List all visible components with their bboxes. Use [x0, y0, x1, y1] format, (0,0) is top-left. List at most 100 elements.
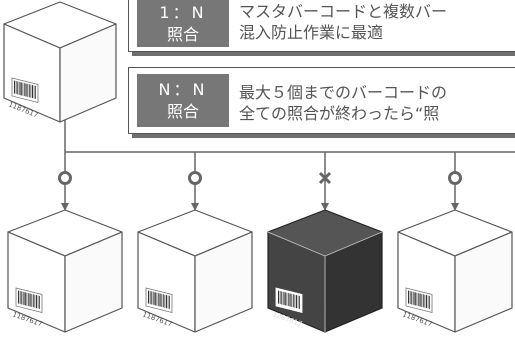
barcode-bar [289, 293, 291, 307]
match-mode-badge: N：N 照合 [137, 74, 229, 127]
barcode-bar [278, 290, 280, 304]
barcode-bar [35, 294, 38, 309]
badge-label: 照合 [166, 101, 199, 121]
barcode-label [15, 287, 43, 313]
barcode-bar [422, 294, 424, 308]
master-box-cube: 1187617 [3, 1, 117, 123]
target-box-cube: 1187617 [7, 209, 123, 333]
barcode-label-background [11, 77, 39, 103]
barcode-bar [159, 293, 161, 307]
barcode-bar [31, 84, 34, 99]
target-box-cube: 1287617 [267, 209, 383, 333]
match-fail-icon [318, 171, 332, 185]
barcode-bar [291, 293, 292, 307]
barcode-bar [21, 291, 23, 305]
description-line: 全ての照合が終わったら“照 [239, 104, 440, 123]
barcode-bar [408, 290, 410, 304]
barcode-bar [294, 294, 296, 308]
barcode-bar [411, 291, 413, 305]
barcode-bar [149, 290, 151, 305]
badge-ratio: N：N [158, 79, 208, 99]
barcode-bar [35, 85, 36, 99]
barcode-bar [153, 291, 154, 305]
barcode-bar [23, 82, 25, 97]
barcode-bar [37, 295, 39, 309]
barcode-bar [416, 292, 418, 306]
description-line: 混入防止作業に最適 [239, 23, 384, 42]
barcode-bar [29, 293, 31, 307]
match-mode-description: マスタバーコードと複数バー 混入防止作業に最適 [239, 1, 447, 43]
barcode-bar [419, 293, 421, 307]
match-ok-icon [188, 171, 202, 185]
barcode-label-background [15, 287, 43, 313]
barcode-bar [425, 294, 428, 309]
barcode-bar [292, 294, 294, 308]
description-line: マスタバーコードと複数バー [239, 2, 448, 21]
barcode-bar [164, 294, 166, 308]
barcode-bar [14, 80, 16, 94]
match-mode-panel-1-to-n: 1：N 照合 マスタバーコードと複数バー 混入防止作業に最適 [128, 0, 515, 52]
barcode-bar [287, 292, 289, 307]
barcode-bar [417, 292, 419, 307]
barcode-bar [33, 85, 35, 99]
barcode-bar [17, 81, 19, 95]
barcode-bar [30, 84, 32, 98]
target-box-cube: 1187617 [137, 209, 253, 333]
barcode-label [11, 77, 39, 103]
barcode-bar [281, 291, 283, 305]
barcode-label [275, 287, 303, 313]
barcode-bar [28, 84, 30, 98]
barcode-bar [32, 294, 34, 308]
badge-ratio: 1：N [159, 2, 207, 22]
barcode-label-background [405, 287, 433, 313]
master-box: 1187617 [3, 1, 117, 123]
barcode-bar [18, 290, 20, 304]
connector-lines [58, 120, 515, 211]
barcode-bar [424, 294, 426, 308]
match-ok-icon [58, 171, 72, 185]
barcode-bar [15, 80, 17, 95]
barcode-bar [286, 292, 288, 306]
match-mode-badge: 1：N 照合 [137, 0, 229, 47]
box-right-face [64, 231, 123, 333]
target-box-cube: 1187617 [397, 209, 513, 333]
barcode-bar [297, 295, 299, 309]
barcode-bar [151, 291, 153, 305]
barcode-bar [24, 292, 26, 306]
barcode-bar [34, 294, 36, 308]
barcode-label [405, 287, 433, 313]
match-mode-panel-n-to-n: N：N 照合 最大５個までのバーコードの 全ての照合が終わったら“照 [128, 67, 515, 134]
box-right-face [194, 231, 253, 333]
barcode-bar [295, 294, 298, 309]
barcode-bar [161, 293, 162, 307]
badge-label: 照合 [166, 24, 199, 44]
barcode-label [145, 287, 173, 313]
barcode-label-background [275, 287, 303, 313]
barcode-bar [22, 82, 24, 96]
barcode-bar [427, 295, 429, 309]
barcode-bar [421, 293, 422, 307]
match-ok-icon [448, 171, 462, 185]
barcode-bar [26, 292, 28, 306]
box-right-face [454, 231, 513, 333]
barcode-bar [19, 81, 20, 95]
barcode-bar [156, 292, 158, 306]
barcode-bar [284, 292, 286, 306]
barcode-label-background [145, 287, 173, 313]
barcode-bar [279, 290, 281, 305]
barcode-bar [283, 291, 284, 305]
barcode-bar [414, 292, 416, 306]
barcode-bar [27, 292, 29, 307]
barcode-bar [39, 295, 40, 309]
box-right-face [59, 23, 117, 123]
barcode-bar [23, 291, 24, 305]
barcode-bar [165, 294, 168, 309]
barcode-bar [27, 83, 28, 97]
barcode-bar [157, 292, 159, 307]
barcode-bar [429, 295, 430, 309]
barcode-bar [162, 294, 164, 308]
barcode-bar [148, 290, 150, 304]
barcode-bar [169, 295, 170, 309]
